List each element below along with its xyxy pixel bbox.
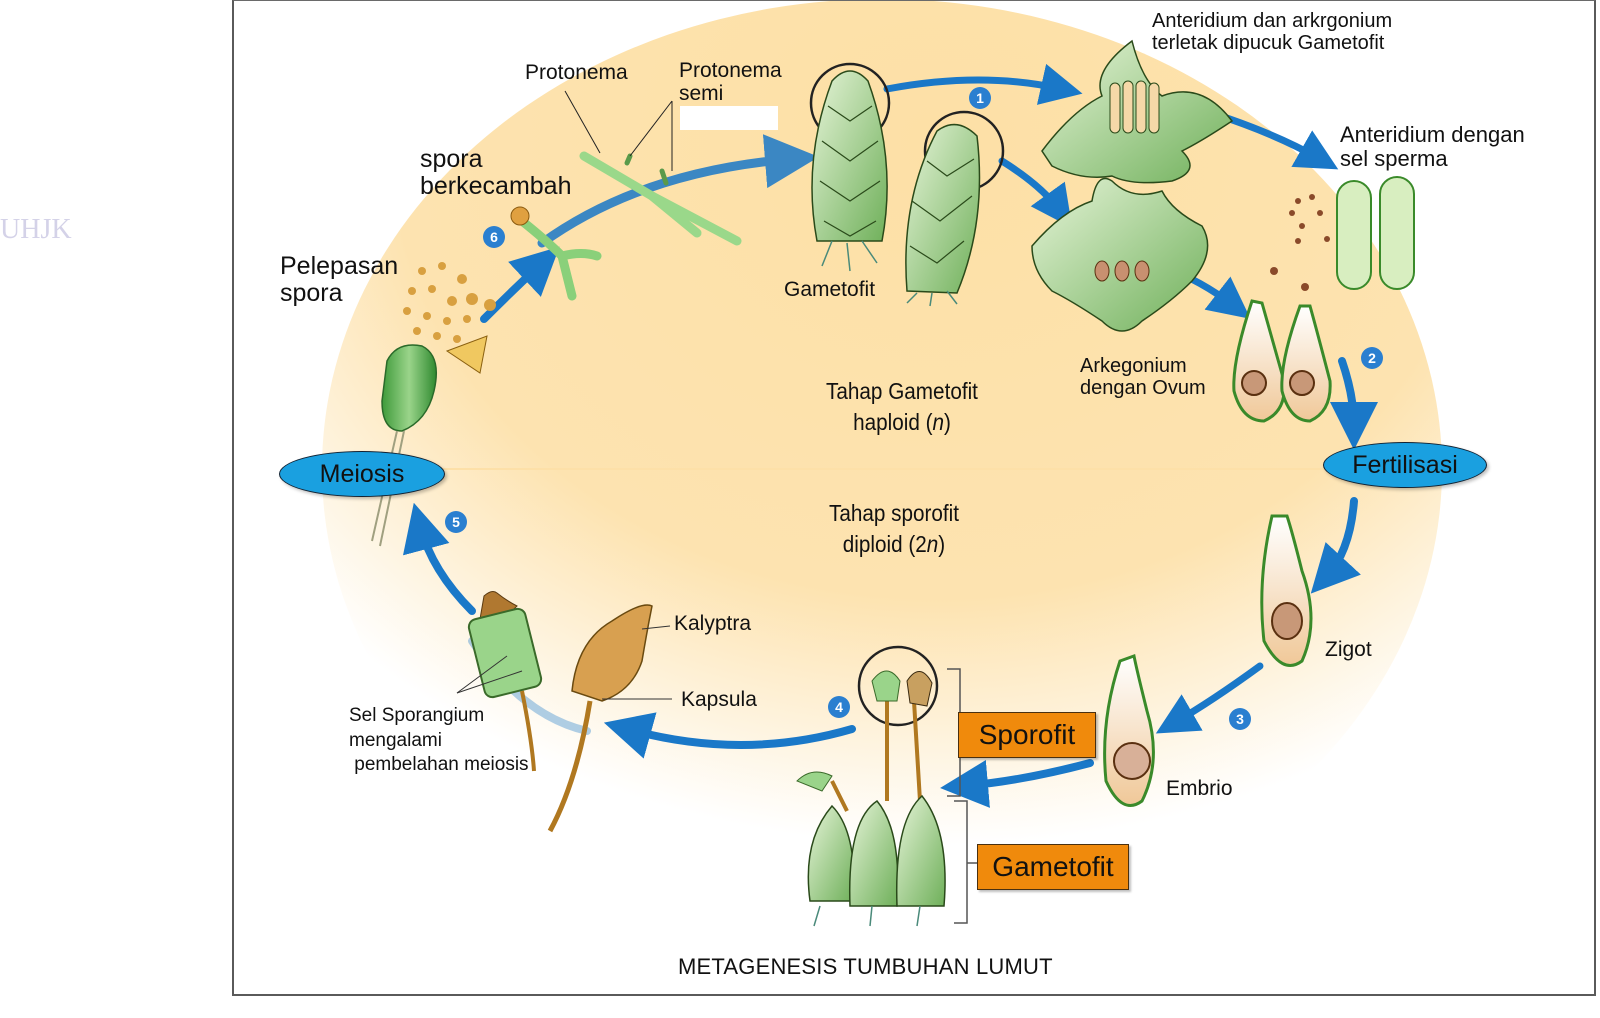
meiosis-ellipse: Meiosis <box>279 451 445 497</box>
arrow-6-spore-to-protonema <box>480 246 560 323</box>
stage-haploid-line2: haploid (n) <box>812 407 992 438</box>
fertilization-ellipse: Fertilisasi <box>1323 442 1487 488</box>
label-protonema: Protonema <box>525 61 628 84</box>
stage-haploid-suffix: ) <box>944 409 951 436</box>
step-badge-3: 3 <box>1229 708 1251 730</box>
zygote-archegonium <box>1260 514 1313 667</box>
diagram-title: METAGENESIS TUMBUHAN LUMUT <box>678 954 1053 979</box>
embryo-archegonium <box>1103 654 1155 807</box>
gametophyte-shoot-2 <box>905 123 981 307</box>
arrow-protonema-to-gametophyte <box>537 134 819 248</box>
gametofit-box: Gametofit <box>977 844 1129 890</box>
label-protonema-semi-line2: semi <box>679 81 724 105</box>
moss-life-cycle-illustration <box>234 1 1594 994</box>
stage-diploid-line1: Tahap sporofit <box>828 500 960 526</box>
stage-haploid-line1: Tahap Gametofit <box>826 378 978 404</box>
label-zigot: Zigot <box>1325 638 1372 661</box>
arrow-1-to-antheridium <box>883 63 1083 105</box>
stage-haploid-prefix: haploid ( <box>853 409 933 436</box>
mature-capsule <box>371 262 496 547</box>
label-kalyptra: Kalyptra <box>674 612 752 635</box>
arrow-2-to-fertilization <box>1329 357 1378 450</box>
archegonia-ovum <box>1232 299 1332 423</box>
step-badge-2: 2 <box>1361 347 1383 369</box>
watermark-text: UHJK <box>0 214 72 245</box>
stage-diploid-label: Tahap sporofit diploid (2n) <box>804 498 984 560</box>
label-sel-sporangium-line2: mengalami <box>349 729 442 751</box>
diagram-frame: 1 2 3 4 5 6 Protonema Protonema semi spo… <box>232 0 1596 996</box>
protonema-filaments <box>517 151 742 301</box>
arrow-5-to-meiosis <box>403 502 476 615</box>
label-gametofit: Gametofit <box>784 278 876 301</box>
label-spora-berkecambah-line2: berkecambah <box>420 172 572 200</box>
label-kapsula: Kapsula <box>681 688 757 711</box>
antheridia-sperm <box>1270 176 1415 291</box>
stage-diploid-var: n <box>926 531 939 558</box>
label-arkegonium-ovum-line2: dengan Ovum <box>1080 376 1206 399</box>
label-spora-berkecambah: spora berkecambah <box>420 146 571 200</box>
sporophyte-cluster <box>796 670 946 927</box>
label-protonema-semi: Protonema semi <box>679 59 782 105</box>
label-protonema-semi-line1: Protonema <box>679 59 782 82</box>
label-anteridium-arkegonium-line1: Anteridium dan arkrgonium <box>1152 10 1393 32</box>
sporophyte-tip-circle <box>857 645 939 727</box>
arrow-3-to-embryo <box>1155 662 1264 734</box>
label-spora-berkecambah-line1: spora <box>420 145 483 173</box>
antheridium-rosette <box>1041 39 1234 184</box>
label-anteridium-arkegonium: Anteridium dan arkrgonium terletak dipuc… <box>1152 10 1393 54</box>
label-sel-sporangium-line1: Sel Sporangium <box>349 705 485 726</box>
arrow-1-to-archegonium <box>998 157 1073 229</box>
label-pelepasan-spora-line1: Pelepasan <box>280 252 399 280</box>
label-anteridium-sperma-line2: sel sperma <box>1340 145 1448 171</box>
gametophyte-shoot-1 <box>811 70 888 272</box>
step-badge-4: 4 <box>828 696 850 718</box>
arrow-to-sporophyte <box>940 759 1094 808</box>
sporangium-capsule <box>456 591 543 772</box>
arrow-to-zygote <box>1310 497 1361 594</box>
step-badge-5: 5 <box>445 511 467 533</box>
arrow-4-to-capsule <box>603 712 856 759</box>
label-pelepasan-spora-line2: spora <box>280 279 343 307</box>
stage-haploid-label: Tahap Gametofit haploid (n) <box>812 376 992 438</box>
label-anteridium-sperma-line1: Anteridium dengan <box>1340 122 1525 147</box>
stage-diploid-prefix: diploid (2 <box>842 531 927 558</box>
sporofit-box: Sporofit <box>958 712 1096 758</box>
label-mask <box>680 106 778 130</box>
stage-diploid-suffix: ) <box>938 531 946 558</box>
calyptra-capsule <box>547 604 672 833</box>
gametofit-bracket <box>954 800 977 924</box>
label-embrio: Embrio <box>1166 777 1233 800</box>
label-anteridium-arkegonium-line2: terletak dipucuk Gametofit <box>1152 31 1385 54</box>
stage-diploid-line2: diploid (2n) <box>804 529 984 560</box>
label-pelepasan-spora: Pelepasan spora <box>280 253 398 307</box>
label-anteridium-sperma: Anteridium dengan sel sperma <box>1340 123 1525 171</box>
label-sel-sporangium-line3: pembelahan meiosis <box>349 754 529 776</box>
stage-haploid-var: n <box>932 409 945 436</box>
step-badge-6: 6 <box>483 226 505 248</box>
label-arkegonium-ovum-line1: Arkegonium <box>1080 355 1187 377</box>
archegonium-rosette <box>1031 177 1209 332</box>
label-sel-sporangium: Sel Sporangium mengalami pembelahan meio… <box>349 704 529 778</box>
germinating-spore <box>510 206 530 226</box>
label-arkegonium-ovum: Arkegonium dengan Ovum <box>1080 355 1206 399</box>
step-badge-1: 1 <box>969 87 991 109</box>
